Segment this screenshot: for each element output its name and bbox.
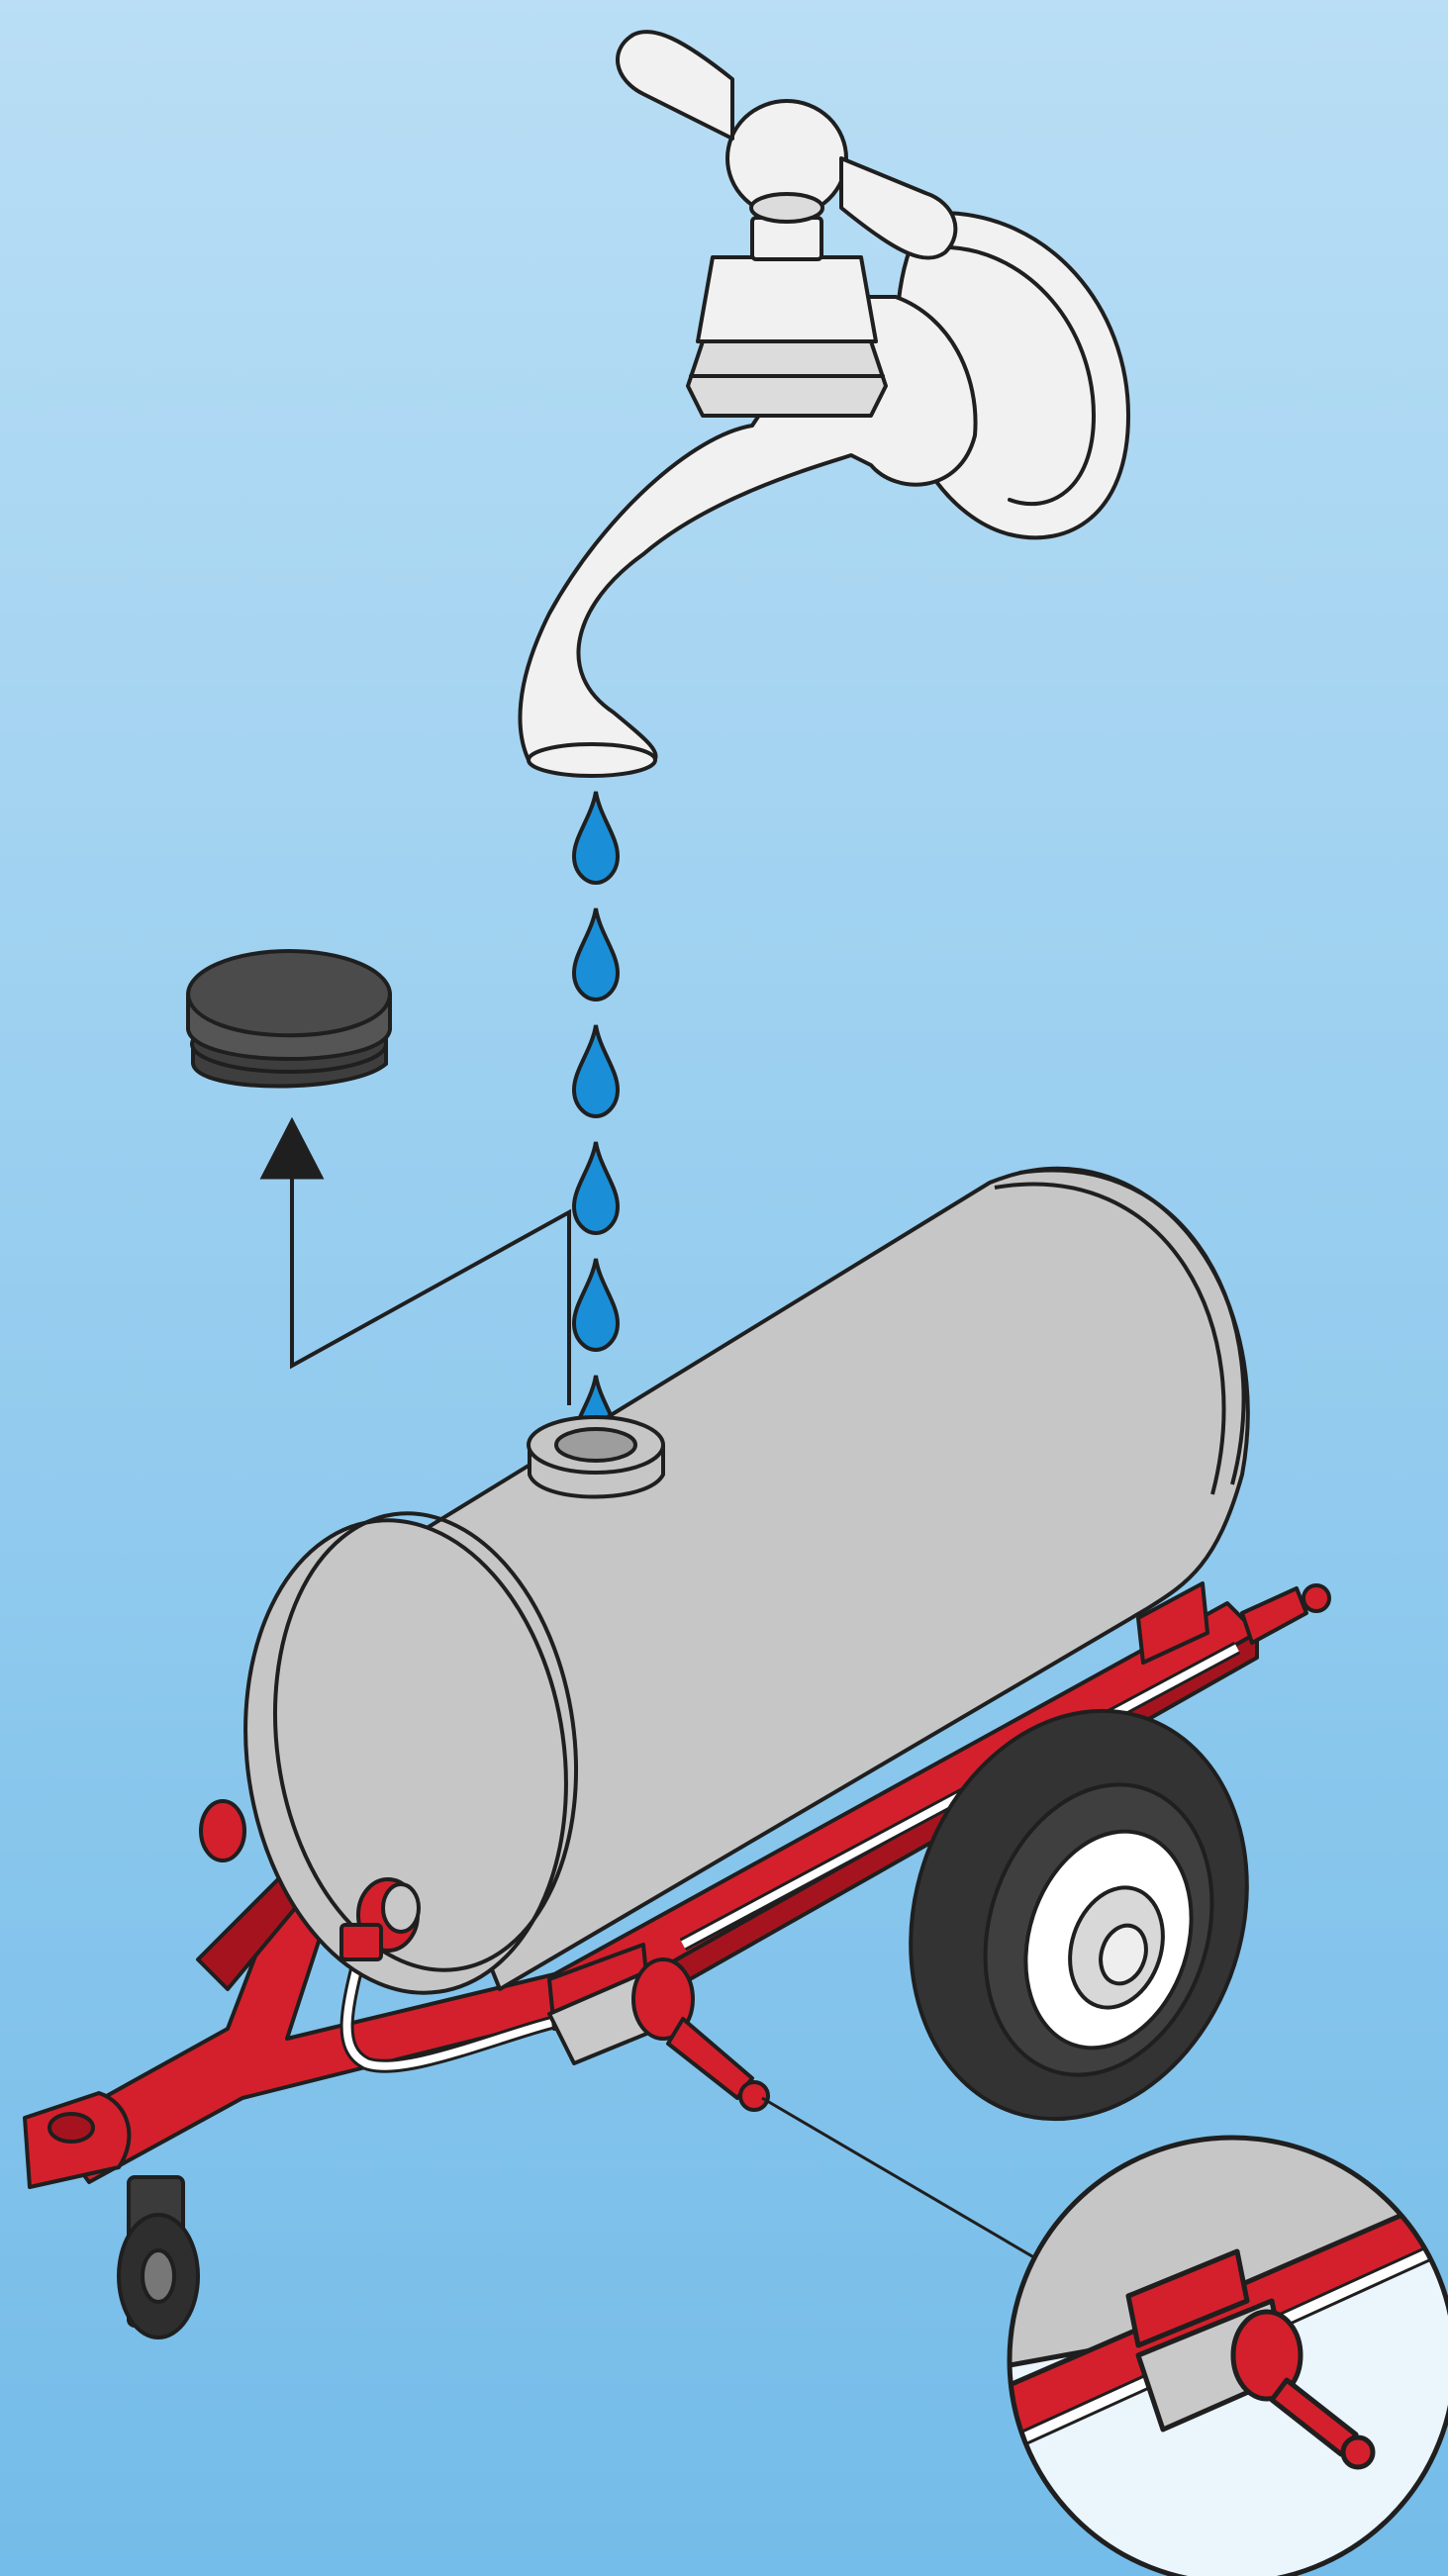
detail-magnifier-icon [1010,2138,1448,2576]
filler-opening [529,1417,663,1497]
tank-cap-icon [188,951,390,1087]
